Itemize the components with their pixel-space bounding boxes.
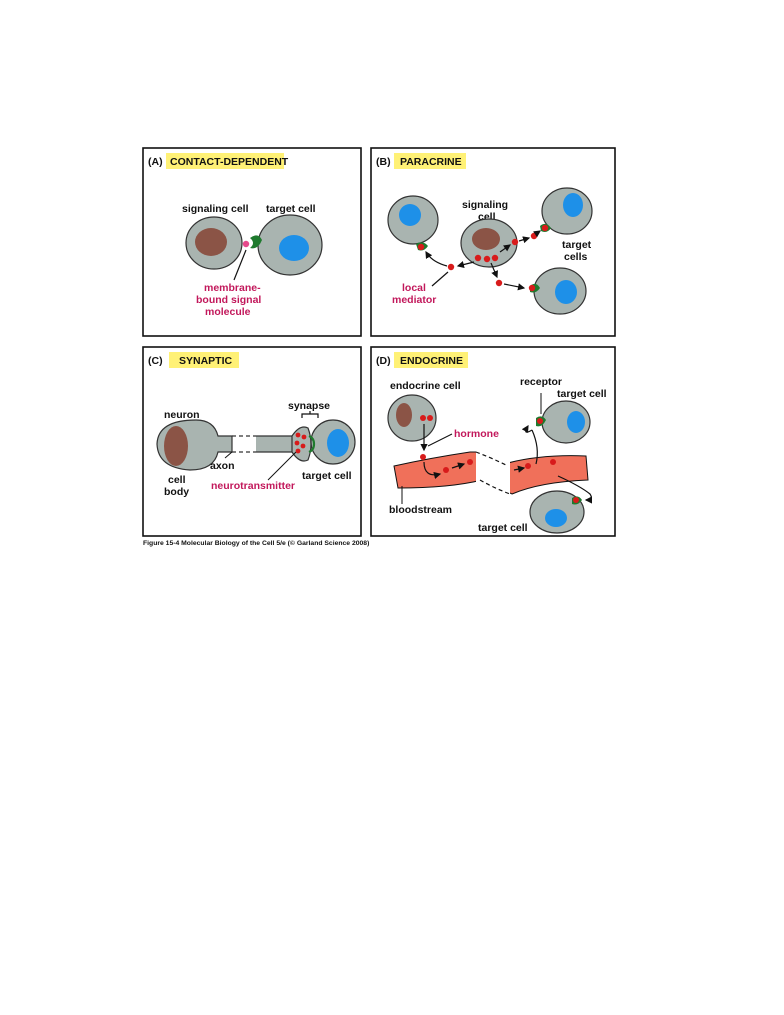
nucleus: [399, 204, 421, 226]
panel-letter: (A): [148, 156, 163, 168]
target-cell-bottom-label: target cell: [478, 522, 528, 534]
nucleus: [472, 228, 500, 250]
mediator-label-1: local: [402, 282, 426, 294]
local-mediator: [417, 243, 425, 251]
nucleus: [164, 426, 188, 466]
panel-letter: (D): [376, 355, 391, 367]
mediator-label-2: mediator: [392, 294, 436, 306]
title-highlight: [394, 153, 466, 169]
target-cell-label: target cell: [302, 470, 352, 482]
receptor-label: receptor: [520, 376, 562, 388]
nucleus: [327, 429, 349, 457]
nucleus: [563, 193, 583, 217]
signal-label-3: molecule: [205, 306, 251, 318]
hormone-label: hormone: [454, 428, 499, 440]
cell-body-label-1: cell: [168, 474, 186, 486]
local-mediator: [474, 254, 482, 262]
figure-caption: Figure 15-4 Molecular Biology of the Cel…: [143, 539, 369, 547]
cell-body-label-2: body: [164, 486, 189, 498]
synapse-bracket: [301, 411, 319, 418]
nucleus: [545, 509, 567, 527]
nucleus: [396, 403, 412, 427]
receptor: [250, 235, 262, 249]
pointer-line: [431, 271, 449, 287]
local-mediator: [483, 255, 491, 263]
panel-title: SYNAPTIC: [179, 355, 233, 367]
target-cell-top-label: target cell: [557, 388, 607, 400]
axon-label: axon: [210, 460, 235, 472]
synapse-label: synapse: [288, 400, 330, 412]
local-mediator: [528, 284, 536, 292]
signal-molecule: [242, 240, 250, 248]
title-highlight: [169, 352, 239, 368]
local-mediator: [541, 224, 549, 232]
signaling-cell-label: signaling cell: [182, 203, 249, 215]
pointer-line: [233, 249, 247, 281]
endocrine-cell-label: endocrine cell: [390, 380, 461, 392]
local-mediator: [530, 232, 538, 240]
neurotransmitter-label: neurotransmitter: [211, 480, 295, 492]
panel-letter: (B): [376, 156, 391, 168]
panel-letter: (C): [148, 355, 163, 367]
target-label-2: cells: [564, 251, 588, 263]
panel-paracrine: (B) PARACRINE signaling cell target cell…: [370, 147, 616, 337]
signal-label-1: membrane-: [204, 282, 261, 294]
local-mediator: [511, 238, 519, 246]
bloodstream-label: bloodstream: [389, 504, 452, 516]
local-mediator: [495, 279, 503, 287]
panel-title: PARACRINE: [400, 156, 462, 168]
panel-title: CONTACT-DEPENDENT: [170, 156, 289, 168]
axon: [256, 436, 292, 452]
receptor: [308, 434, 316, 454]
neuron-label: neuron: [164, 409, 200, 421]
panel-title: ENDOCRINE: [400, 355, 463, 367]
signaling-label-1: signaling: [462, 199, 508, 211]
target-cell-label: target cell: [266, 203, 316, 215]
hormone: [420, 454, 426, 460]
title-highlight: [394, 352, 468, 368]
local-mediator: [447, 263, 455, 271]
title-highlight: [166, 153, 284, 169]
nucleus: [279, 235, 309, 261]
nucleus: [195, 228, 227, 256]
nucleus: [555, 280, 577, 304]
panel-synaptic: (C) SYNAPTIC neuron synapse axon target …: [142, 346, 362, 537]
signal-label-2: bound signal: [196, 294, 261, 306]
target-label-1: target: [562, 239, 592, 251]
local-mediator: [491, 254, 499, 262]
panel-endocrine: (D) ENDOCRINE endocrine cell receptor ta…: [370, 346, 616, 537]
nucleus: [567, 411, 585, 433]
panel-contact-dependent: (A) CONTACT-DEPENDENT signaling cell tar…: [142, 147, 362, 337]
